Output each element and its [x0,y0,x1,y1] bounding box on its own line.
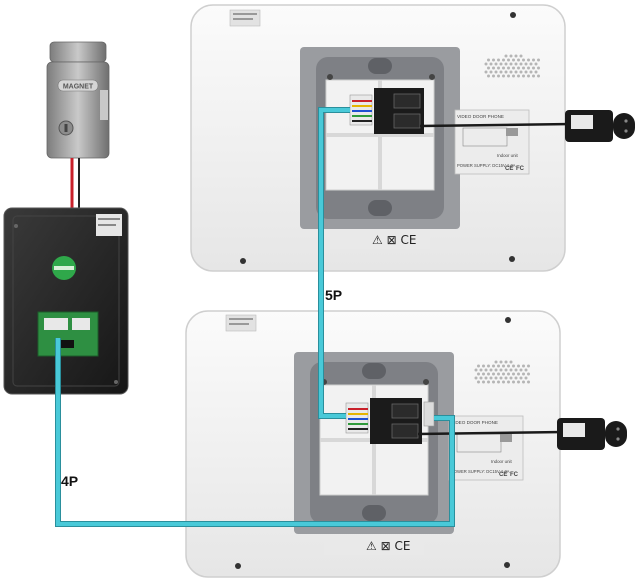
label-5p: 5P [325,287,342,303]
speaker-grille-icon [484,54,540,78]
svg-text:MAGNET: MAGNET [63,84,94,91]
connector-board [345,398,435,444]
electric-lock-icon: MAGNET [46,41,110,159]
product-label: VIDEO DOOR PHONE POWER SUPPLY: DC15V 1.2… [454,109,530,175]
indoor-monitor-top: VIDEO DOOR PHONE POWER SUPPLY: DC15V 1.2… [190,4,566,272]
svg-text:CE: CE [505,166,513,172]
connector-board [349,88,424,134]
svg-text:FC: FC [510,472,519,478]
svg-text:VIDEO DOOR PHONE: VIDEO DOOR PHONE [451,420,498,425]
svg-text:POWER SUPPLY: DC15V 1.2A: POWER SUPPLY: DC15V 1.2A [451,469,510,474]
speaker-grille-icon [474,360,530,384]
cable-5p [318,107,350,419]
label-4p: 4P [61,473,78,489]
svg-text:CE: CE [499,472,507,478]
power-adapter-bottom [417,418,627,450]
svg-text:FC: FC [516,166,525,172]
outdoor-camera-icon [3,207,129,395]
svg-text:Indoor unit: Indoor unit [497,153,519,158]
power-adapter-top [419,110,635,142]
certification-marks: ⚠ ⊠ CE [324,535,424,555]
product-label: VIDEO DOOR PHONE POWER SUPPLY: DC15V 1.2… [448,415,524,481]
certification-marks: ⚠ ⊠ CE [330,229,430,249]
svg-text:Indoor unit: Indoor unit [491,459,513,464]
svg-text:VIDEO DOOR PHONE: VIDEO DOOR PHONE [457,114,504,119]
svg-text:POWER SUPPLY: DC15V 1.2A: POWER SUPPLY: DC15V 1.2A [457,163,516,168]
cable-4p [55,338,455,527]
svg-text:⚠ ⊠ CE: ⚠ ⊠ CE [366,539,410,553]
svg-text:⚠ ⊠ CE: ⚠ ⊠ CE [372,233,416,247]
indoor-monitor-bottom: VIDEO DOOR PHONE POWER SUPPLY: DC15V 1.2… [185,310,561,578]
